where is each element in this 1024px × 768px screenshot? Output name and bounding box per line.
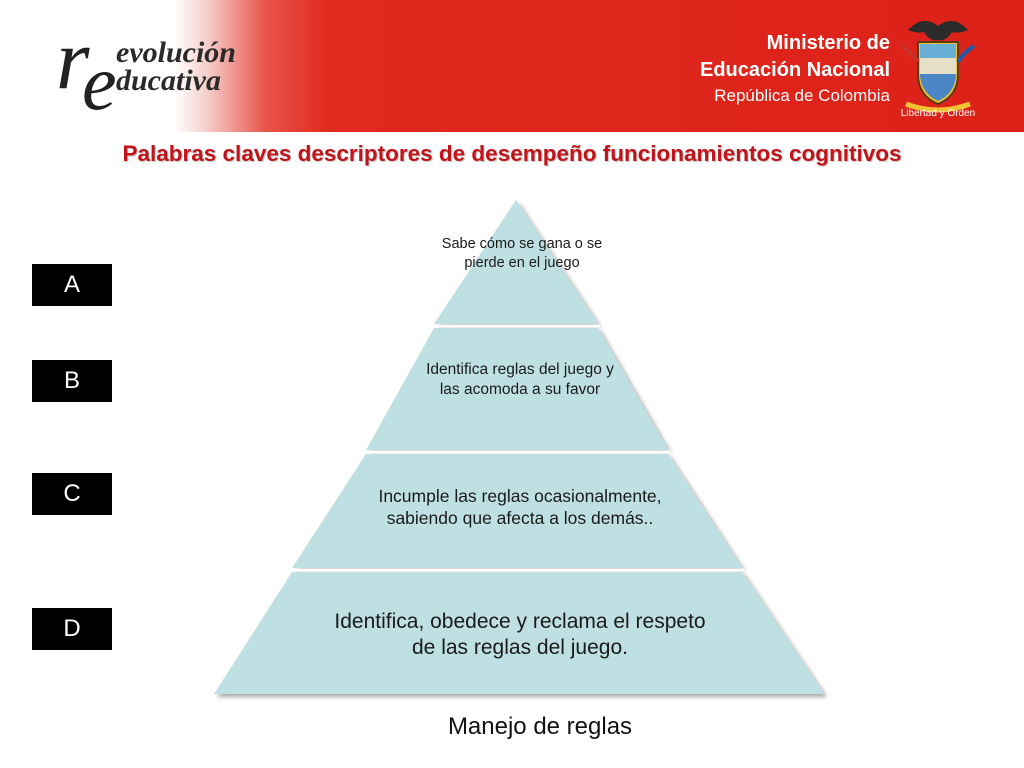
pyramid-tier-4 [214,572,824,694]
pyramid-tier-3-label: Incumple las reglas ocasionalmente, sabi… [378,486,662,528]
pyramid-tier-2 [366,328,668,450]
coat-of-arms-icon [900,20,976,113]
header-banner [0,0,1024,132]
pyramid-caption: Manejo de reglas [447,713,633,740]
level-label-a: A [32,264,112,306]
ministry-line3: República de Colombia [714,86,890,105]
pyramid-tier-4-label: Identifica, obedece y reclama el respeto… [334,610,706,659]
logo-text-line1: evolución [116,36,236,69]
pyramid-tier-1-label: Sabe cómo se gana o se pierde en el jueg… [441,236,603,271]
ministry-line1: Ministerio de [766,32,890,54]
page-title: Palabras claves descriptores de desempeñ… [122,141,902,166]
pyramid-tier-1 [434,200,598,324]
level-label-d: D [32,608,112,650]
pyramid-tier-3 [292,454,742,568]
pyramid-tier-2-label: Identifica reglas del juego y las acomod… [426,361,614,398]
ministry-name: Ministerio de Educación Nacional Repúbli… [700,30,890,108]
revolucion-educativa-logo: r e [52,14,140,126]
logo-text-line2: ducativa [116,64,221,97]
level-label-b: B [32,360,112,402]
motto: Libertad y Orden [900,108,976,119]
level-label-c: C [32,473,112,515]
ministry-line2: Educación Nacional [700,59,891,81]
